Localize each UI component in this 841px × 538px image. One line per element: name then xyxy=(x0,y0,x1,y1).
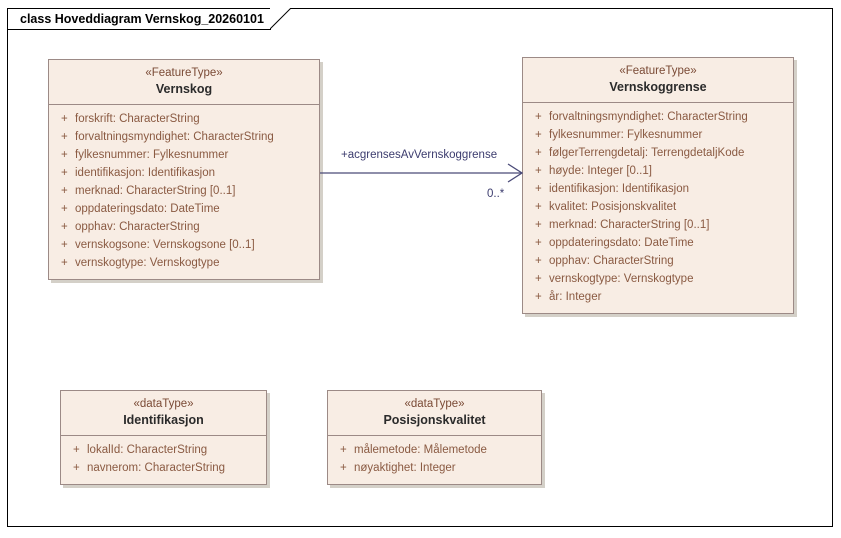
association-role-label: +acgrensesAvVernskoggrense xyxy=(341,149,498,161)
attribute-row: + kvalitet: Posisjonskvalitet xyxy=(527,198,789,216)
class-header-vernskoggrense: «FeatureType» Vernskoggrense xyxy=(523,58,793,103)
attribute-row: + opphav: CharacterString xyxy=(527,252,789,270)
attribute-text: forvaltningsmyndighet: CharacterString xyxy=(549,111,748,123)
attribute-row: + år: Integer xyxy=(527,288,789,306)
attribute-row: + høyde: Integer [0..1] xyxy=(527,162,789,180)
attribute-visibility: + xyxy=(61,185,68,197)
class-stereotype: «dataType» xyxy=(133,398,194,410)
attribute-visibility: + xyxy=(535,111,542,123)
uml-class-posisjonskvalitet[interactable]: «dataType» Posisjonskvalitet + målemetod… xyxy=(327,390,542,485)
attribute-row: + fylkesnummer: Fylkesnummer xyxy=(527,126,789,144)
attribute-text: oppdateringsdato: DateTime xyxy=(75,203,220,215)
attribute-row: + forskrift: CharacterString xyxy=(53,110,315,128)
attribute-visibility: + xyxy=(61,131,68,143)
attribute-row: + vernskogtype: Vernskogtype xyxy=(53,254,315,272)
attribute-visibility: + xyxy=(73,462,80,474)
attribute-text: opphav: CharacterString xyxy=(549,255,674,267)
attribute-text: år: Integer xyxy=(549,291,602,303)
attribute-visibility: + xyxy=(61,167,68,179)
class-attributes-vernskog: + forskrift: CharacterString + forvaltni… xyxy=(49,105,319,279)
attribute-visibility: + xyxy=(61,221,68,233)
attribute-text: merknad: CharacterString [0..1] xyxy=(549,219,710,231)
attribute-text: fylkesnummer: Fylkesnummer xyxy=(549,129,703,141)
attribute-row: + vernskogtype: Vernskogtype xyxy=(527,270,789,288)
attribute-visibility: + xyxy=(61,239,68,251)
class-stereotype: «FeatureType» xyxy=(145,67,223,79)
attribute-visibility: + xyxy=(535,183,542,195)
attribute-visibility: + xyxy=(535,165,542,177)
attribute-visibility: + xyxy=(535,147,542,159)
attribute-text: nøyaktighet: Integer xyxy=(354,462,456,474)
attribute-text: lokalId: CharacterString xyxy=(87,444,208,456)
class-header-identifikasjon: «dataType» Identifikasjon xyxy=(61,391,266,436)
attribute-row: + forvaltningsmyndighet: CharacterString xyxy=(527,108,789,126)
class-stereotype: «dataType» xyxy=(404,398,465,410)
attribute-visibility: + xyxy=(340,462,347,474)
attribute-row: + følgerTerrengdetalj: TerrengdetaljKode xyxy=(527,144,789,162)
attribute-row: + forvaltningsmyndighet: CharacterString xyxy=(53,128,315,146)
attribute-row: + opphav: CharacterString xyxy=(53,218,315,236)
attribute-row: + fylkesnummer: Fylkesnummer xyxy=(53,146,315,164)
attribute-visibility: + xyxy=(61,113,68,125)
class-stereotype: «FeatureType» xyxy=(619,65,697,77)
attribute-text: forskrift: CharacterString xyxy=(75,113,200,125)
attribute-text: kvalitet: Posisjonskvalitet xyxy=(549,201,677,213)
attribute-text: forvaltningsmyndighet: CharacterString xyxy=(75,131,274,143)
attribute-row: + oppdateringsdato: DateTime xyxy=(527,234,789,252)
attribute-visibility: + xyxy=(535,219,542,231)
attribute-text: målemetode: Målemetode xyxy=(354,444,487,456)
attribute-text: identifikasjon: Identifikasjon xyxy=(75,167,215,179)
diagram-title-tab-body xyxy=(7,8,271,30)
class-name: Identifikasjon xyxy=(123,413,204,427)
class-name: Vernskoggrense xyxy=(609,80,707,94)
attribute-row: + identifikasjon: Identifikasjon xyxy=(527,180,789,198)
uml-class-vernskog[interactable]: «FeatureType» Vernskog + forskrift: Char… xyxy=(48,59,320,280)
attribute-text: vernskogtype: Vernskogtype xyxy=(549,273,694,285)
diagram-title-tab-slant-icon xyxy=(270,8,292,30)
attribute-text: merknad: CharacterString [0..1] xyxy=(75,185,236,197)
attribute-visibility: + xyxy=(340,444,347,456)
attribute-text: vernskogsone: Vernskogsone [0..1] xyxy=(75,239,255,251)
attribute-visibility: + xyxy=(535,291,542,303)
diagram-title-tab: class Hoveddiagram Vernskog_20260101 xyxy=(7,8,292,30)
attribute-text: fylkesnummer: Fylkesnummer xyxy=(75,149,229,161)
class-attributes-identifikasjon: + lokalId: CharacterString + navnerom: C… xyxy=(61,436,266,484)
attribute-row: + merknad: CharacterString [0..1] xyxy=(527,216,789,234)
attribute-visibility: + xyxy=(535,237,542,249)
attribute-text: oppdateringsdato: DateTime xyxy=(549,237,694,249)
attribute-text: høyde: Integer [0..1] xyxy=(549,165,652,177)
attribute-visibility: + xyxy=(535,129,542,141)
attribute-text: vernskogtype: Vernskogtype xyxy=(75,257,220,269)
attribute-visibility: + xyxy=(61,203,68,215)
page-title: class Hoveddiagram Vernskog_20260101 xyxy=(20,12,264,26)
attribute-text: opphav: CharacterString xyxy=(75,221,200,233)
class-header-vernskog: «FeatureType» Vernskog xyxy=(49,60,319,105)
attribute-row: + nøyaktighet: Integer xyxy=(332,459,537,477)
class-name: Posisjonskvalitet xyxy=(383,413,486,427)
uml-class-identifikasjon[interactable]: «dataType» Identifikasjon + lokalId: Cha… xyxy=(60,390,267,485)
attribute-visibility: + xyxy=(61,257,68,269)
class-name: Vernskog xyxy=(155,82,213,96)
attribute-visibility: + xyxy=(73,444,80,456)
attribute-row: + vernskogsone: Vernskogsone [0..1] xyxy=(53,236,315,254)
association-multiplicity: 0..* xyxy=(487,188,505,200)
attribute-row: + identifikasjon: Identifikasjon xyxy=(53,164,315,182)
attribute-row: + målemetode: Målemetode xyxy=(332,441,537,459)
attribute-text: følgerTerrengdetalj: TerrengdetaljKode xyxy=(549,147,745,159)
attribute-row: + navnerom: CharacterString xyxy=(65,459,262,477)
attribute-row: + lokalId: CharacterString xyxy=(65,441,262,459)
attribute-row: + merknad: CharacterString [0..1] xyxy=(53,182,315,200)
class-attributes-posisjonskvalitet: + målemetode: Målemetode + nøyaktighet: … xyxy=(328,436,541,484)
attribute-text: navnerom: CharacterString xyxy=(87,462,226,474)
attribute-visibility: + xyxy=(535,273,542,285)
uml-class-vernskoggrense[interactable]: «FeatureType» Vernskoggrense + forvaltni… xyxy=(522,57,794,314)
attribute-row: + oppdateringsdato: DateTime xyxy=(53,200,315,218)
attribute-visibility: + xyxy=(61,149,68,161)
attribute-visibility: + xyxy=(535,255,542,267)
class-attributes-vernskoggrense: + forvaltningsmyndighet: CharacterString… xyxy=(523,103,793,313)
attribute-visibility: + xyxy=(535,201,542,213)
class-header-posisjonskvalitet: «dataType» Posisjonskvalitet xyxy=(328,391,541,436)
attribute-text: identifikasjon: Identifikasjon xyxy=(549,183,689,195)
